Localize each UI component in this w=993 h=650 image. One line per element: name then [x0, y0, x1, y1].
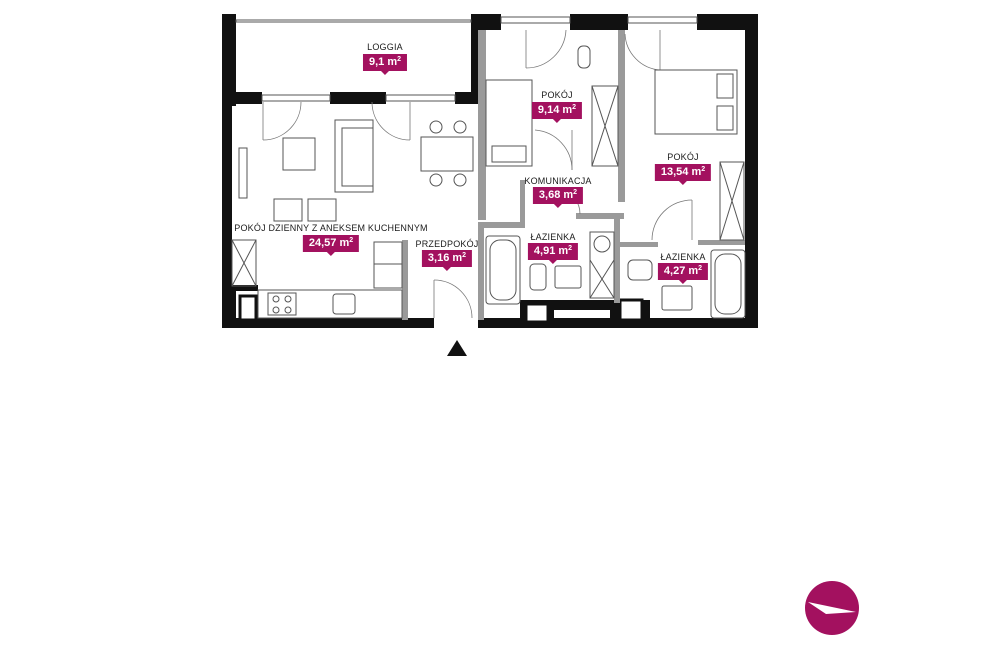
area-badge-pokoj-small: 9,14 m2 — [531, 102, 583, 123]
area-unit: m — [339, 237, 350, 249]
room-label-lazienka-1: ŁAZIENKA — [530, 232, 576, 242]
room-label-przedpokoj: PRZEDPOKÓJ — [415, 239, 479, 249]
area-badge-loggia: 9,1 m2 — [362, 54, 408, 75]
area-unit: m — [691, 166, 702, 178]
area-badge-pokoj-large: 13,54 m2 — [654, 164, 712, 185]
room-label-loggia: LOGGIA — [367, 42, 403, 52]
furniture — [231, 45, 746, 319]
windows — [235, 16, 698, 102]
area-value: 9,1 — [368, 56, 385, 68]
area-unit: m — [562, 104, 573, 116]
area-unit: m — [387, 56, 398, 68]
room-label-pokoj-dzienny: POKÓJ DZIENNY Z ANEKSEM KUCHENNYM — [234, 223, 428, 233]
area-unit-exponent: 2 — [573, 189, 578, 196]
room-label-komunikacja: KOMUNIKACJA — [524, 176, 592, 186]
area-badge-komunikacja: 3,68 m2 — [532, 187, 584, 208]
area-unit-exponent: 2 — [698, 265, 703, 272]
area-value: 9,14 — [537, 104, 560, 116]
area-badge-lazienka-1: 4,91 m2 — [527, 243, 579, 264]
area-unit: m — [563, 189, 574, 201]
area-value: 3,68 — [538, 189, 561, 201]
area-value: 3,16 — [427, 252, 450, 264]
compass-icon — [805, 581, 859, 635]
partition-walls — [402, 30, 745, 320]
area-badge-lazienka-2: 4,27 m2 — [657, 263, 709, 284]
area-badge-pokoj-dzienny: 24,57 m2 — [302, 235, 360, 256]
area-unit-exponent: 2 — [701, 166, 706, 173]
area-value: 24,57 — [308, 237, 337, 249]
area-unit-exponent: 2 — [462, 252, 467, 259]
area-badge-przedpokoj: 3,16 m2 — [421, 250, 473, 271]
area-unit-exponent: 2 — [568, 245, 573, 252]
area-value: 4,91 — [533, 245, 556, 257]
area-value: 13,54 — [660, 166, 689, 178]
area-unit-exponent: 2 — [397, 56, 402, 63]
area-value: 4,27 — [663, 265, 686, 277]
area-unit: m — [452, 252, 463, 264]
room-label-lazienka-2: ŁAZIENKA — [660, 252, 706, 262]
room-label-pokoj-large: POKÓJ — [667, 152, 699, 162]
room-label-pokoj-small: POKÓJ — [541, 90, 573, 100]
area-unit-exponent: 2 — [349, 237, 354, 244]
entrance-arrow-icon — [447, 340, 467, 356]
outer-walls — [222, 14, 758, 328]
area-unit-exponent: 2 — [572, 104, 577, 111]
area-unit: m — [688, 265, 699, 277]
area-unit: m — [558, 245, 569, 257]
